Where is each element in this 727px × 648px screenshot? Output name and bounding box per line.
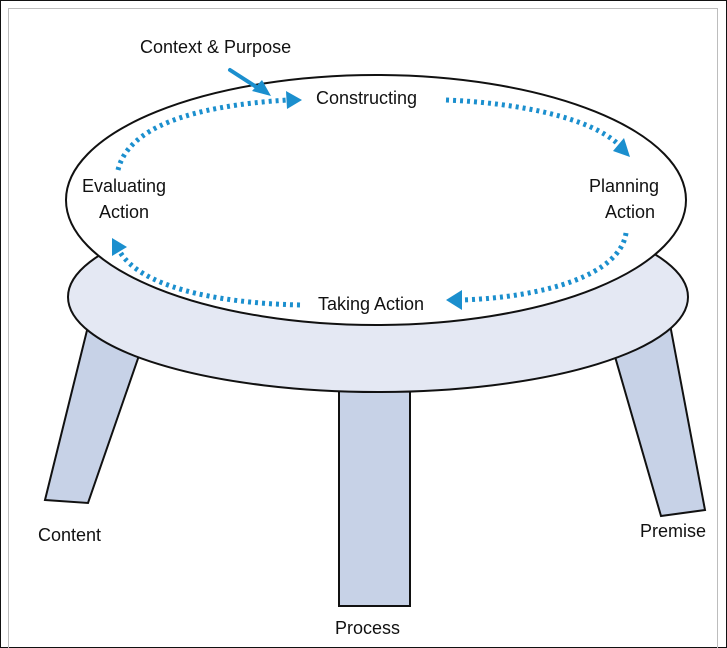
label-taking-action: Taking Action xyxy=(318,294,424,314)
label-planning-action: Action xyxy=(605,202,655,222)
cycle-arrow-evaluating-to-constructing xyxy=(115,97,289,171)
seat-top xyxy=(65,74,687,326)
label-premise: Premise xyxy=(640,521,706,541)
label-process: Process xyxy=(335,618,400,638)
label-planning: Planning xyxy=(589,176,659,196)
leg-process xyxy=(338,359,411,607)
context-purpose-arrow xyxy=(228,68,260,90)
label-constructing: Constructing xyxy=(316,88,417,108)
cycle-arrowhead-constructing xyxy=(286,91,302,109)
label-content: Content xyxy=(38,525,101,545)
label-evaluating: Evaluating xyxy=(82,176,166,196)
cycle-arrowhead-evaluating xyxy=(112,238,127,256)
label-context-purpose: Context & Purpose xyxy=(140,37,291,57)
inner-frame xyxy=(8,8,718,648)
label-evaluating-action: Action xyxy=(99,202,149,222)
cycle-arrow-planning-to-taking-action xyxy=(461,232,629,303)
context-purpose-arrowhead xyxy=(252,80,271,96)
cycle-arrowhead-planning xyxy=(613,138,630,157)
cycle-arrowhead-taking-action xyxy=(446,290,462,310)
